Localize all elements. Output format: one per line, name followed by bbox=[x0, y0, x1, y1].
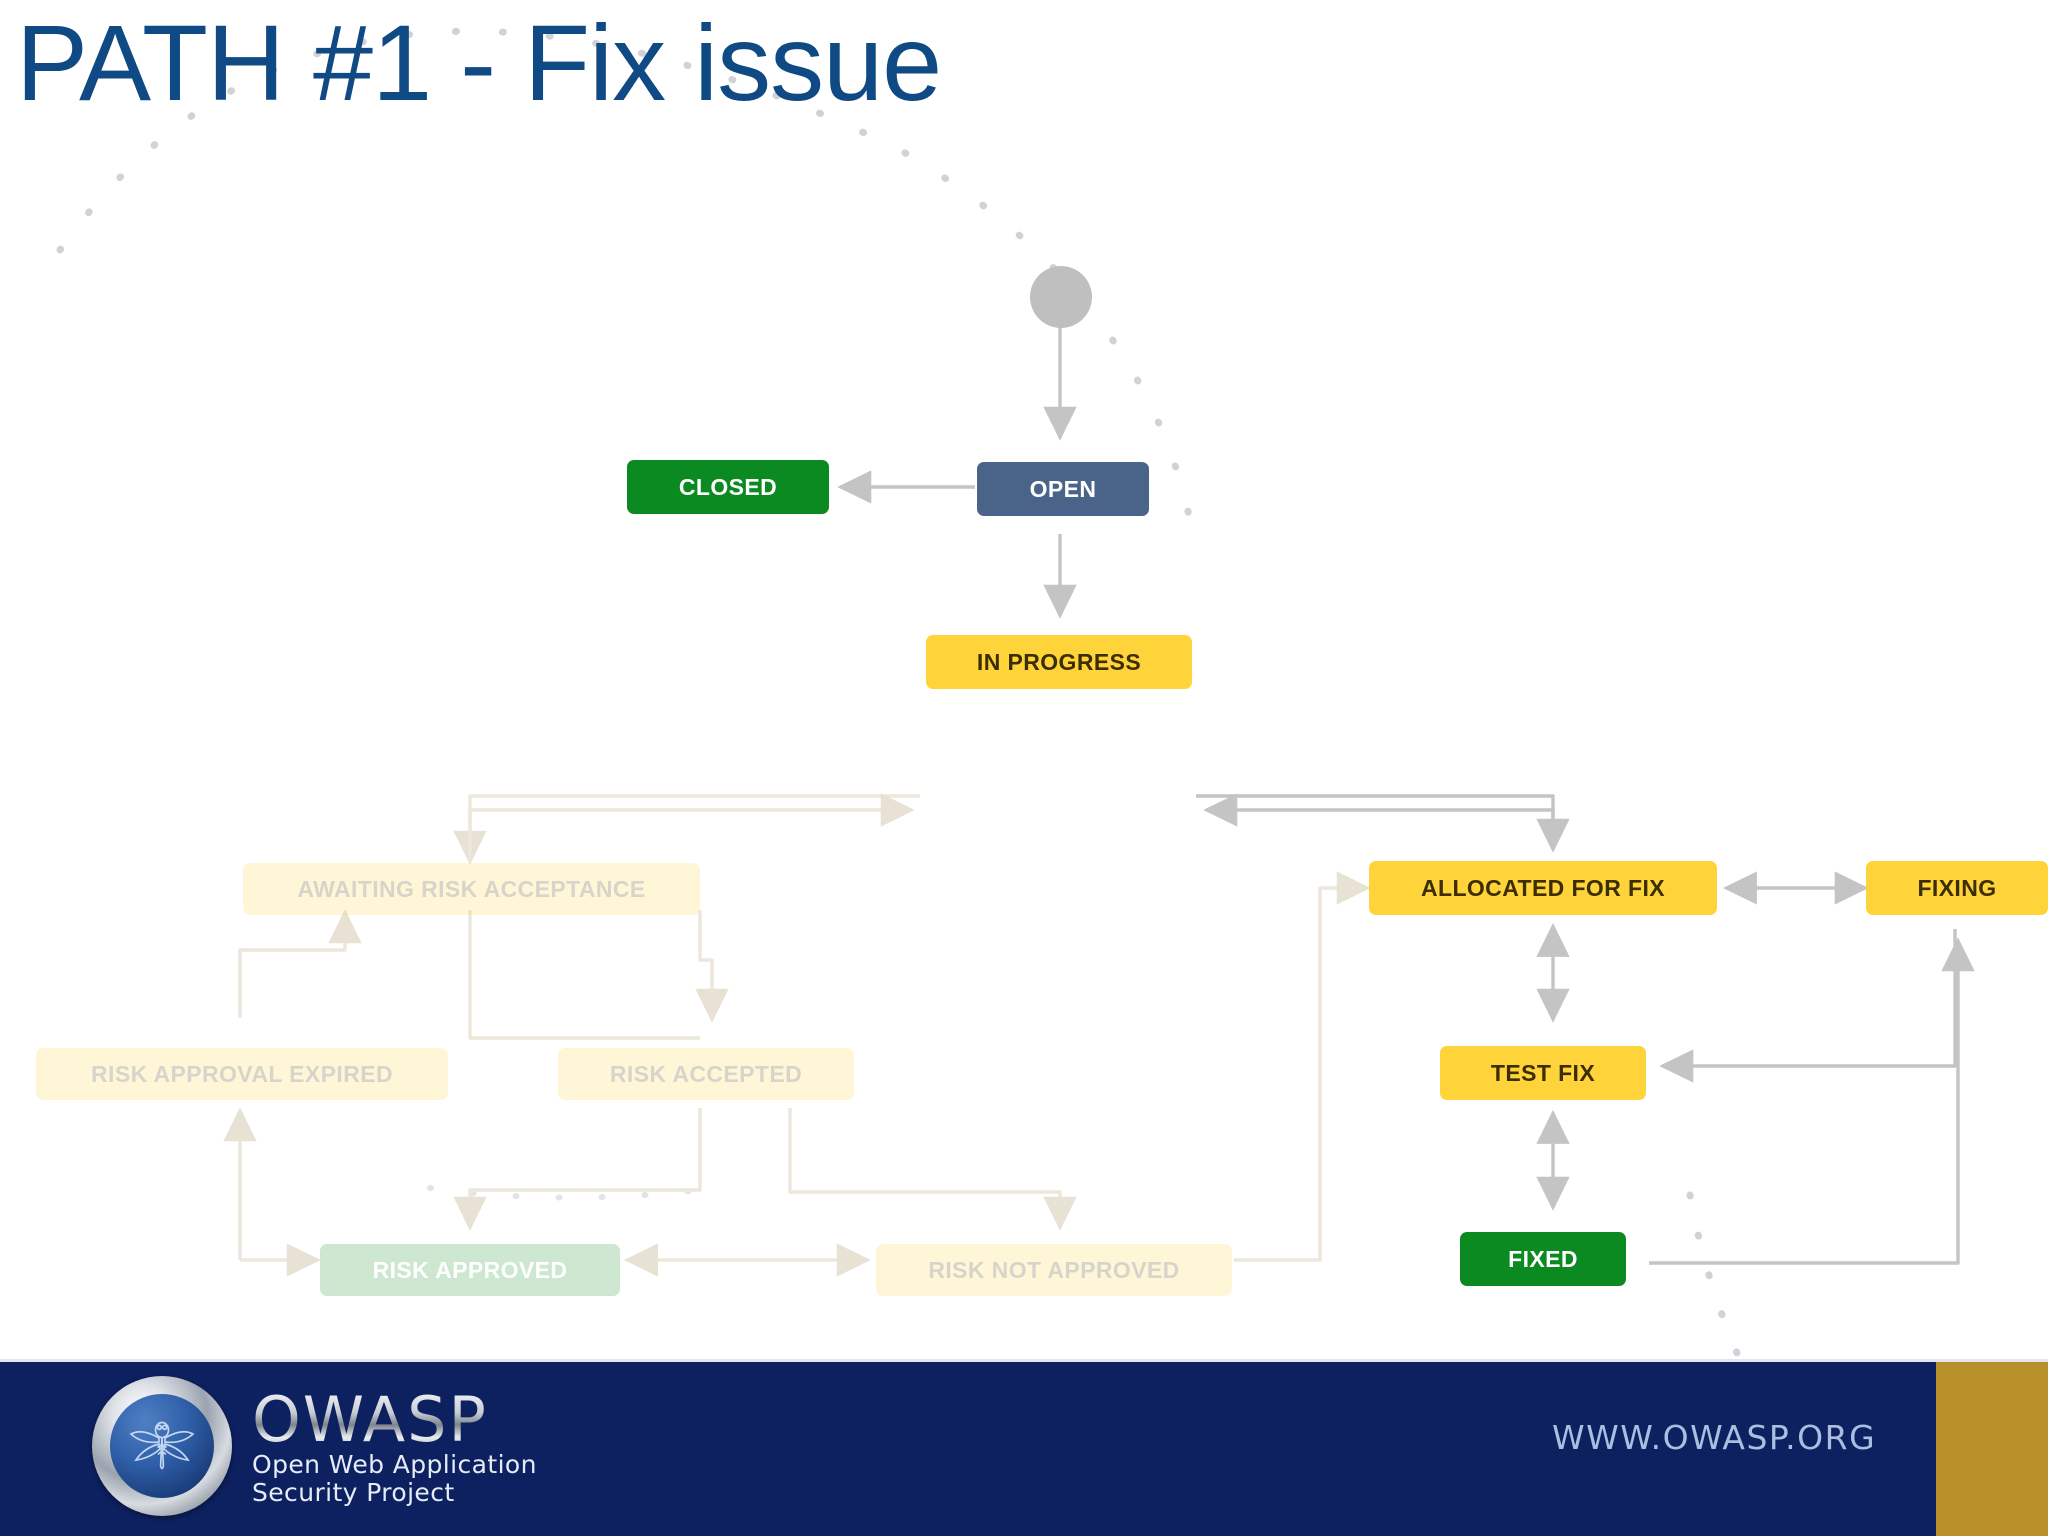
edge-inprogress-allocated bbox=[1196, 794, 1570, 853]
footer-top-divider bbox=[0, 1359, 2048, 1362]
node-in-progress[interactable]: IN PROGRESS bbox=[926, 635, 1192, 689]
edge-accepted-notapproved bbox=[788, 1108, 1077, 1231]
edge-awaiting-branch bbox=[468, 910, 700, 1040]
page-title: PATH #1 - Fix issue bbox=[16, 2, 942, 123]
node-awaiting-risk-acceptance[interactable]: AWAITING RISK ACCEPTANCE bbox=[243, 863, 700, 915]
node-test-fix-label: TEST FIX bbox=[1490, 1059, 1596, 1086]
node-risk-not-approved-label: RISK NOT APPROVED bbox=[928, 1256, 1180, 1283]
node-risk-approved[interactable]: RISK APPROVED bbox=[320, 1244, 620, 1296]
edge-notapproved-allocated bbox=[1234, 871, 1371, 1262]
node-risk-approved-label: RISK APPROVED bbox=[372, 1256, 568, 1283]
owasp-wordmark: OWASP bbox=[252, 1389, 537, 1451]
node-risk-accepted[interactable]: RISK ACCEPTED bbox=[558, 1048, 854, 1100]
edge-fixed-fixing bbox=[1649, 937, 1975, 1265]
node-allocated-for-fix[interactable]: ALLOCATED FOR FIX bbox=[1369, 861, 1717, 915]
node-risk-not-approved[interactable]: RISK NOT APPROVED bbox=[876, 1244, 1232, 1296]
node-fixed[interactable]: FIXED bbox=[1460, 1232, 1626, 1286]
node-fixing[interactable]: FIXING bbox=[1866, 861, 2048, 915]
node-risk-accepted-label: RISK ACCEPTED bbox=[609, 1060, 803, 1087]
node-closed[interactable]: CLOSED bbox=[627, 460, 829, 514]
edge-fixing-testfix bbox=[1659, 929, 1957, 1083]
node-test-fix[interactable]: TEST FIX bbox=[1440, 1046, 1646, 1100]
node-risk-approval-expired[interactable]: RISK APPROVAL EXPIRED bbox=[36, 1048, 448, 1100]
owasp-badge-ring bbox=[92, 1376, 232, 1516]
owasp-dragonfly-icon bbox=[110, 1394, 214, 1498]
node-risk-approval-expired-label: RISK APPROVAL EXPIRED bbox=[91, 1060, 393, 1087]
edge-awaiting-accepted bbox=[695, 910, 729, 1023]
edge-expired-awaiting bbox=[238, 909, 362, 1018]
edge-allocated-inprogress bbox=[1203, 793, 1555, 844]
edge-inprogress-awaiting bbox=[453, 794, 920, 865]
slide-footer: OWASP Open Web Application Security Proj… bbox=[0, 1359, 2048, 1536]
node-allocated-for-fix-label: ALLOCATED FOR FIX bbox=[1420, 874, 1666, 901]
node-closed-label: CLOSED bbox=[678, 473, 778, 500]
owasp-tagline-line1: Open Web Application bbox=[252, 1450, 537, 1479]
owasp-logo[interactable]: OWASP Open Web Application Security Proj… bbox=[92, 1376, 537, 1516]
node-fixing-label: FIXING bbox=[1917, 874, 1997, 901]
node-fixed-label: FIXED bbox=[1508, 1245, 1578, 1272]
edge-awaiting-inprogress bbox=[468, 793, 915, 862]
footer-accent-bar bbox=[1936, 1362, 2048, 1536]
edge-accepted-approved bbox=[453, 1108, 702, 1231]
node-awaiting-risk-acceptance-label: AWAITING RISK ACCEPTANCE bbox=[297, 875, 646, 902]
node-in-progress-label: IN PROGRESS bbox=[976, 648, 1142, 675]
node-open-label: OPEN bbox=[1029, 475, 1097, 502]
workflow-edges bbox=[223, 313, 1975, 1277]
owasp-url[interactable]: WWW.OWASP.ORG bbox=[1552, 1418, 1877, 1457]
workflow-diagram: CLOSED OPEN IN PROGRESS AWAITING RISK AC… bbox=[0, 150, 2048, 1360]
footer-background bbox=[0, 1362, 1936, 1536]
owasp-tagline-line2: Security Project bbox=[252, 1478, 455, 1507]
start-node-circle[interactable] bbox=[1030, 266, 1092, 328]
dragonfly-glyph bbox=[129, 1421, 195, 1470]
node-open[interactable]: OPEN bbox=[977, 462, 1149, 516]
